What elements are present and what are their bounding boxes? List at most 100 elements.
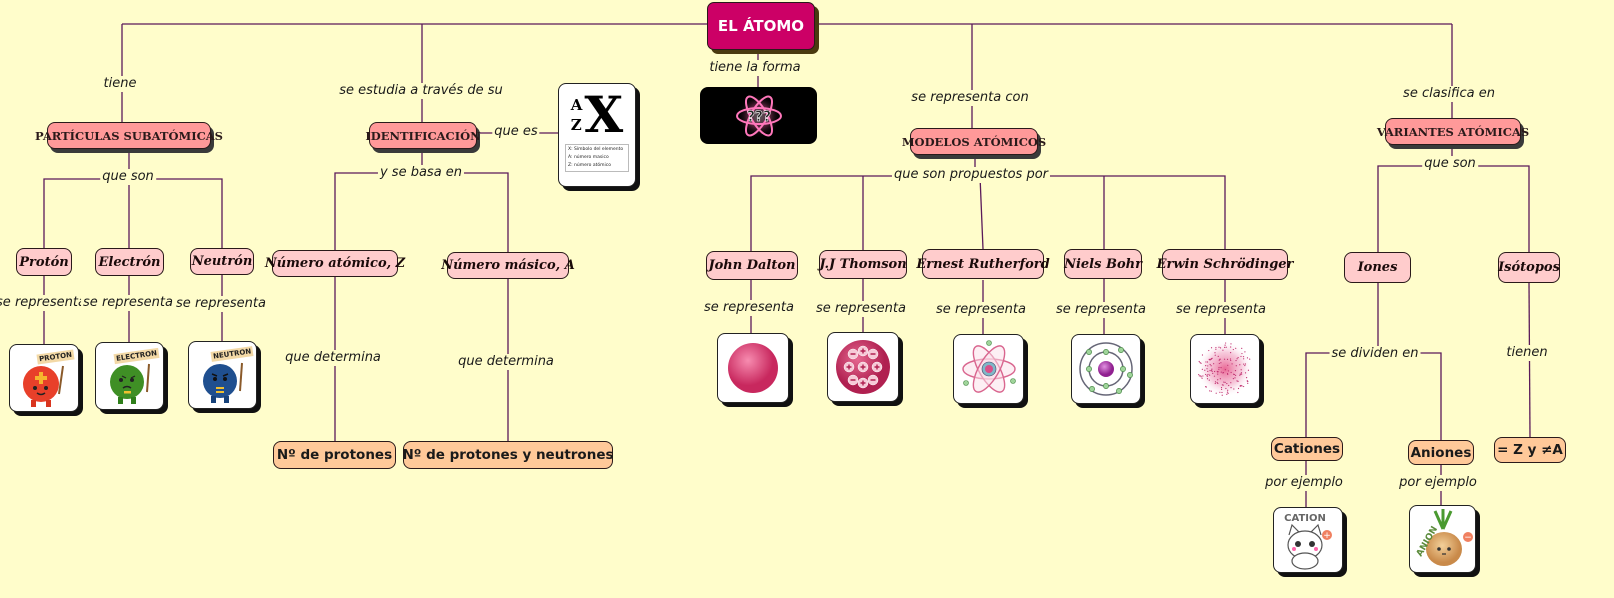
cloud-dot [1200,376,1202,378]
anion-example-image[interactable]: ANION − [1409,505,1476,573]
cloud-dot [1215,392,1217,394]
cloud-dot [1239,385,1241,387]
atom-form-image[interactable]: ??? [700,87,817,144]
link-label-se-representa: se representa [0,295,88,311]
particle-proton[interactable]: Protón [16,248,72,276]
link-label-que-es: que es [492,124,540,140]
link-label-se-dividen-en: se dividen en [1329,346,1421,362]
scientist-erwin-schrodinger[interactable]: Erwin Schrödinger [1157,249,1293,280]
cloud-dot [1209,370,1211,372]
cloud-dot [1211,368,1213,370]
electron-image[interactable]: ELECTRON [95,342,164,410]
cloud-dot [1240,355,1242,358]
cloud-dot [1221,394,1223,396]
link-label-que-determina: que determina [456,354,556,370]
isotope-property-label: = Z y ≠A [1497,442,1563,458]
cloud-dot [1208,374,1211,376]
cloud-dot [1219,358,1221,360]
cloud-dot [1204,369,1206,371]
isotope-property[interactable]: = Z y ≠A [1494,437,1566,463]
base-numero-masico[interactable]: Número másico, A [441,252,575,279]
link-label-se-representa: se representa [702,300,796,316]
cloud-dot [1217,373,1219,375]
scientist-label: Ernest Rutherford [916,256,1050,272]
link-label-se-representa: se representa [1174,302,1268,318]
root-node-el-atomo[interactable]: EL ÁTOMO [707,2,815,50]
variant-isotopos[interactable]: Isótopos [1498,252,1560,283]
neutron-image[interactable]: NEUTRON [188,341,257,409]
category-variantes-atomicas[interactable]: VARIANTES ATÓMICAS [1377,118,1529,145]
cloud-dot [1227,364,1229,366]
mass-number-symbol: A [570,96,583,114]
cloud-dot [1210,390,1212,392]
cloud-dot [1237,391,1239,394]
link-label-se-representa: se representa [814,301,908,317]
category-modelos-atomicos[interactable]: MODELOS ATÓMICOS [902,128,1046,155]
category-particulas-subatomicas[interactable]: PARTÍCULAS SUBATÓMICAS [35,122,223,149]
root-title: EL ÁTOMO [717,17,805,35]
scientist-label: J.J Thomson [819,257,907,272]
thomson-model-image[interactable] [827,332,899,402]
cloud-dot [1227,389,1229,391]
cloud-dot [1232,348,1234,351]
cloud-dot [1221,384,1223,386]
result-protones-neutrones[interactable]: Nº de protones y neutrones [402,441,614,469]
cloud-dot [1230,343,1232,345]
cloud-dot [1198,373,1200,376]
cloud-dot [1233,373,1235,375]
cloud-dot [1226,372,1229,375]
result-numero-protones[interactable]: Nº de protones [273,441,396,469]
cloud-dot [1222,349,1224,351]
ion-cationes[interactable]: Cationes [1271,437,1343,461]
scientist-niels-bohr[interactable]: Niels Bohr [1064,249,1142,279]
anion-onion-icon: ANION − [1414,509,1473,566]
proton-image[interactable]: PROTON [9,344,79,412]
cloud-dot [1222,372,1224,374]
cloud-dot [1201,368,1203,370]
particle-neutron[interactable]: Neutrón [190,248,254,275]
cloud-dot [1198,375,1200,377]
category-identificacion[interactable]: IDENTIFICACIÓN [365,122,481,149]
cloud-dot [1241,347,1243,349]
dalton-model-image[interactable] [717,333,789,403]
scientist-jj-thomson[interactable]: J.J Thomson [819,250,907,279]
schrodinger-model-image[interactable] [1190,334,1260,404]
cloud-dot [1208,358,1210,360]
scientist-ernest-rutherford[interactable]: Ernest Rutherford [916,249,1050,279]
line-particles-bus [43,178,223,248]
cloud-dot [1214,382,1216,385]
cloud-dot [1210,358,1212,360]
link-label-se-representa: se representa [174,296,268,312]
rutherford-model-image[interactable] [953,334,1024,404]
scientist-john-dalton[interactable]: John Dalton [706,251,798,280]
category-label: IDENTIFICACIÓN [365,128,481,143]
cloud-dot [1209,363,1211,366]
cloud-dot [1219,391,1221,393]
cloud-dot [1235,347,1237,349]
link-label-tienen: tienen [1504,345,1550,361]
cloud-dot [1225,387,1227,390]
cloud-dot [1226,358,1229,360]
proton-mascot-icon [23,365,64,407]
cloud-dot [1206,378,1209,380]
link-label-tiene: tiene [101,76,139,92]
ion-aniones[interactable]: Aniones [1408,440,1474,465]
particle-label: Neutrón [191,254,253,269]
scientist-label: Niels Bohr [1064,256,1142,272]
cation-example-image[interactable]: CATION + [1273,507,1343,573]
variant-iones[interactable]: Iones [1344,252,1411,283]
link-label-y-se-basa-en: y se basa en [377,165,465,181]
cloud-dot [1236,358,1238,360]
particle-electron[interactable]: Electrón [95,248,164,276]
cloud-dot [1230,387,1232,389]
category-label: VARIANTES ATÓMICAS [1376,124,1530,139]
cloud-dot [1237,356,1239,359]
cloud-dot [1244,364,1246,367]
base-numero-atomico[interactable]: Número atómico, Z [265,250,405,277]
cloud-dot [1213,375,1216,377]
cloud-dot [1225,342,1227,344]
cloud-dot [1210,369,1213,371]
bohr-model-image[interactable] [1071,334,1141,404]
category-label: PARTÍCULAS SUBATÓMICAS [35,128,223,143]
